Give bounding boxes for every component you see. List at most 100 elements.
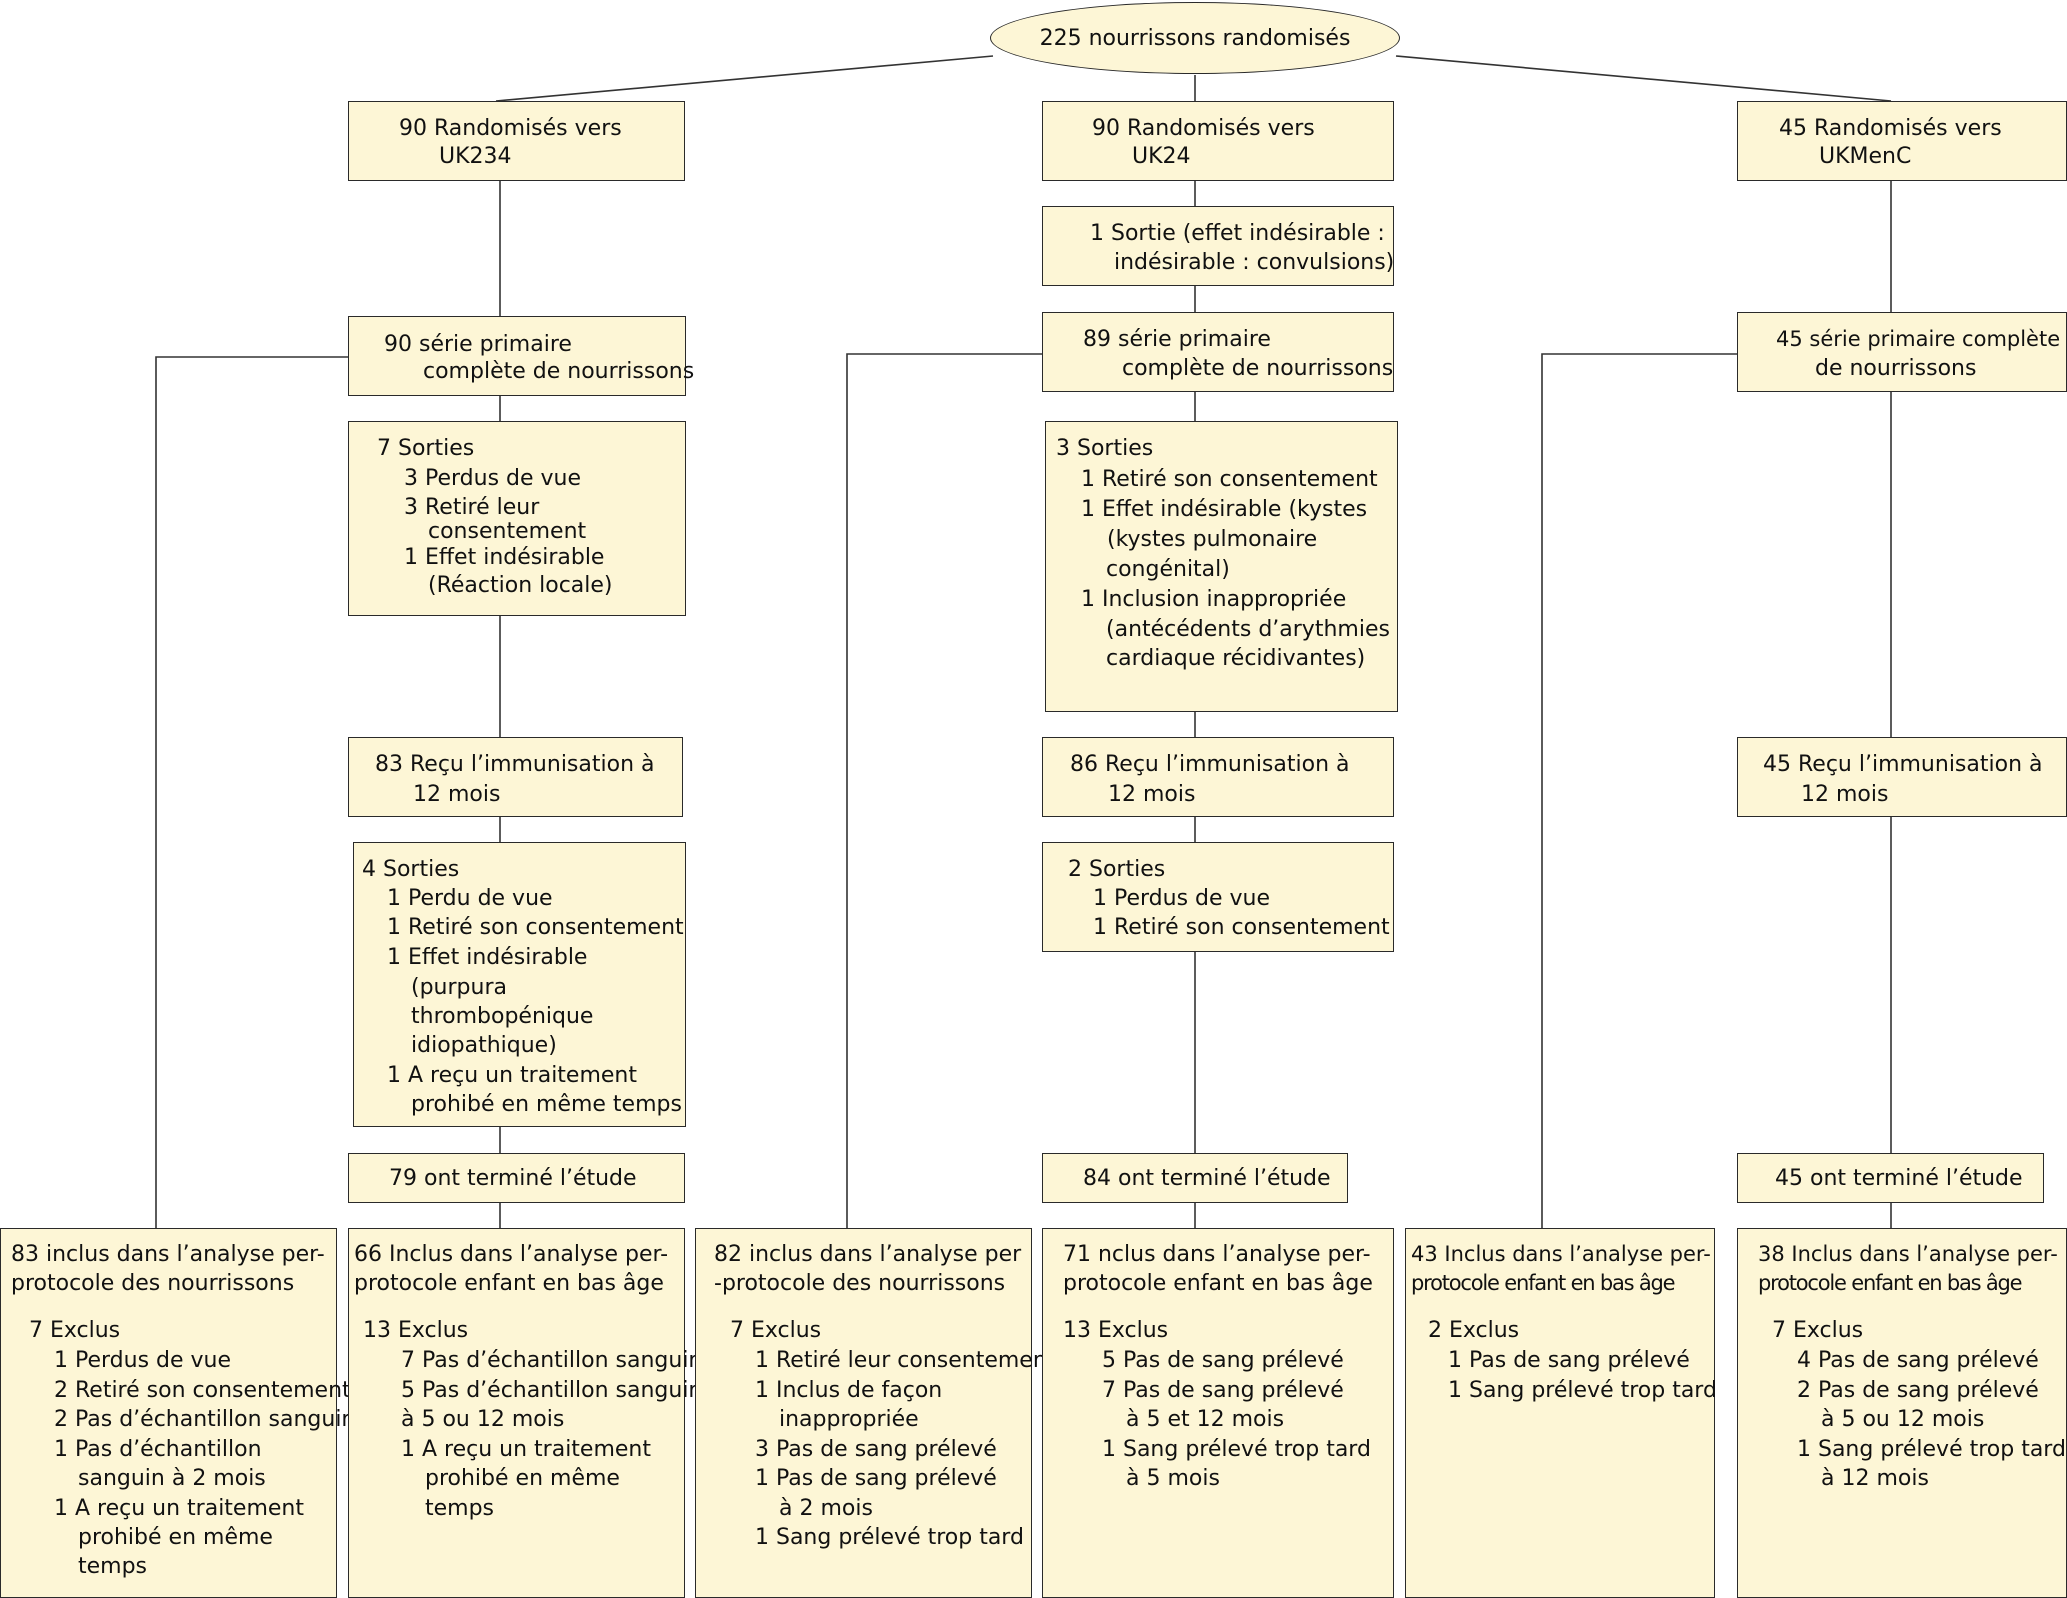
- list-item: consentement: [428, 519, 587, 544]
- arm-uk234-immunisation-box: 83 Reçu l’immunisation à 12 mois: [348, 737, 683, 817]
- list-item: prohibé en même: [425, 1466, 620, 1491]
- list-item: cardiaque récidivantes): [1106, 646, 1366, 671]
- arm-uk24-immunisation-line2: 12 mois: [1108, 782, 1196, 807]
- list-item: prohibé en même temps: [411, 1092, 682, 1117]
- arm-ukmenc-infant-pp-excluded-head: 2 Exclus: [1428, 1318, 1520, 1343]
- arm-uk24-withdrawal-0-line1: 1 Sortie (effet indésirable :: [1090, 221, 1385, 246]
- list-item: à 5 ou 12 mois: [1821, 1407, 1985, 1432]
- list-item: temps: [78, 1554, 148, 1579]
- arm-uk24-infant-pp-box: 82 inclus dans l’analyse per -protocole …: [695, 1228, 1055, 1598]
- arm-ukmenc-primary-box: 45 série primaire complète de nourrisson…: [1737, 312, 2067, 392]
- arm-uk234-immunisation-line1: 83 Reçu l’immunisation à: [375, 752, 655, 777]
- arm-ukmenc-infant-pp-box: 43 Inclus dans l’analyse per- protocole …: [1405, 1228, 1717, 1598]
- arm-ukmenc-infant-pp-line1: 43 Inclus dans l’analyse per-: [1411, 1242, 1711, 1266]
- list-item: 1 A reçu un traitement: [401, 1437, 652, 1462]
- arm-uk24-withdrawals-1-head: 3 Sorties: [1056, 436, 1154, 461]
- arm-uk24-completed-label: 84 ont terminé l’étude: [1083, 1166, 1331, 1191]
- root-label: 225 nourrissons randomisés: [1039, 25, 1351, 51]
- list-item: 1 Effet indésirable: [387, 945, 588, 970]
- arm-uk234-randomised-box: 90 Randomisés vers UK234: [348, 101, 685, 181]
- list-item: 7 Pas de sang prélevé: [1102, 1378, 1344, 1403]
- arm-ukmenc-toddler-pp-line1: 38 Inclus dans l’analyse per-: [1758, 1242, 2058, 1266]
- arm-ukmenc-completed-box: 45 ont terminé l’étude: [1737, 1153, 2044, 1203]
- list-item: à 5 mois: [1126, 1466, 1220, 1491]
- list-item: 1 Inclus de façon: [755, 1378, 943, 1403]
- list-item: 7 Pas d’échantillon sanguin: [401, 1348, 703, 1373]
- list-item: 1 Effet indésirable (kystes: [1081, 497, 1368, 522]
- list-item: 1 Retiré leur consentement: [755, 1348, 1056, 1373]
- arm-uk24-randomised-box: 90 Randomisés vers UK24: [1042, 101, 1394, 181]
- arm-uk234-infant-pp-box: 83 inclus dans l’analyse per- protocole …: [0, 1228, 355, 1598]
- list-item: 1 Retiré son consentement: [387, 915, 684, 940]
- arm-uk234-withdrawals-2-head: 4 Sorties: [362, 857, 460, 882]
- arm-ukmenc-infant-pp-line2: protocole enfant en bas âge: [1411, 1271, 1676, 1295]
- list-item: à 5 ou 12 mois: [401, 1407, 565, 1432]
- list-item: congénital): [1106, 557, 1230, 582]
- list-item: à 5 et 12 mois: [1126, 1407, 1285, 1432]
- arm-uk24-immunisation-box: 86 Reçu l’immunisation à 12 mois: [1042, 737, 1394, 817]
- arm-uk24-infant-pp-line1: 82 inclus dans l’analyse per: [714, 1242, 1022, 1267]
- arm-uk234-toddler-pp-box: 66 Inclus dans l’analyse per- protocole …: [348, 1228, 702, 1598]
- list-item: à 12 mois: [1821, 1466, 1929, 1491]
- list-item: 1 Sang prélevé trop tard: [755, 1525, 1024, 1550]
- arm-uk24-primary-line2: complète de nourrissons: [1122, 356, 1394, 381]
- arm-ukmenc-toddler-pp-box: 38 Inclus dans l’analyse per- protocole …: [1737, 1228, 2067, 1598]
- arm-uk234-infant-pp-line1: 83 inclus dans l’analyse per-: [11, 1242, 325, 1267]
- arm-uk24-randomised-group: UK24: [1132, 144, 1191, 169]
- arm-uk234-randomised-count: 90 Randomisés vers: [399, 116, 622, 141]
- list-item: 1 Retiré son consentement: [1093, 915, 1390, 940]
- list-item: 3 Pas de sang prélevé: [755, 1437, 997, 1462]
- arm-ukmenc-randomised-box: 45 Randomisés vers UKMenC: [1737, 101, 2067, 181]
- list-item: 5 Pas de sang prélevé: [1102, 1348, 1344, 1373]
- arm-uk234-withdrawals-1-head: 7 Sorties: [377, 436, 475, 461]
- arm-ukmenc-randomised-group: UKMenC: [1819, 144, 1912, 169]
- list-item: 1 Inclusion inappropriée: [1081, 587, 1347, 612]
- arm-uk234-primary-box: 90 série primaire complète de nourrisson…: [348, 316, 694, 396]
- arm-uk24-withdrawals-1-box: 3 Sorties 1 Retiré son consentement 1 Ef…: [1045, 421, 1398, 712]
- list-item: 2 Pas de sang prélevé: [1797, 1378, 2039, 1403]
- arm-uk24-withdrawal-0-box: 1 Sortie (effet indésirable : indésirabl…: [1042, 206, 1394, 286]
- list-item: thrombopénique: [411, 1004, 594, 1029]
- arm-uk24-primary-line1: 89 série primaire: [1083, 327, 1271, 352]
- arm-uk24-infant-pp-excluded-head: 7 Exclus: [730, 1318, 822, 1343]
- arm-uk234-toddler-pp-line2: protocole enfant en bas âge: [354, 1271, 664, 1296]
- list-item: temps: [425, 1496, 495, 1521]
- list-item: idiopathique): [411, 1033, 557, 1058]
- arm-uk24-immunisation-line1: 86 Reçu l’immunisation à: [1070, 752, 1350, 777]
- list-item: (antécédents d’arythmies: [1106, 617, 1390, 642]
- list-item: 1 Retiré son consentement: [1081, 467, 1378, 492]
- arm-uk24-completed-box: 84 ont terminé l’étude: [1042, 1153, 1348, 1203]
- list-item: 1 Pas d’échantillon: [54, 1437, 262, 1462]
- arm-uk24-toddler-pp-excluded-head: 13 Exclus: [1063, 1318, 1169, 1343]
- arm-ukmenc-immunisation-box: 45 Reçu l’immunisation à 12 mois: [1737, 737, 2067, 817]
- arm-uk234-immunisation-line2: 12 mois: [413, 782, 501, 807]
- arm-ukmenc-completed-label: 45 ont terminé l’étude: [1775, 1166, 2023, 1191]
- list-item: 2 Pas d’échantillon sanguin: [54, 1407, 356, 1432]
- list-item: inappropriée: [779, 1407, 919, 1432]
- arm-uk24-withdrawals-2-head: 2 Sorties: [1068, 857, 1166, 882]
- arm-ukmenc-randomised-count: 45 Randomisés vers: [1779, 116, 2002, 141]
- arm-uk234-withdrawals-1-box: 7 Sorties 3 Perdus de vue 3 Retiré leur …: [348, 421, 686, 616]
- list-item: 1 Sang prélevé trop tard: [1797, 1437, 2066, 1462]
- list-item: 1 Perdus de vue: [1093, 886, 1271, 911]
- list-item: 1 A reçu un traitement: [54, 1496, 305, 1521]
- list-item: 5 Pas d’échantillon sanguin: [401, 1378, 703, 1403]
- list-item: 2 Retiré son consentement: [54, 1378, 351, 1403]
- arm-ukmenc-toddler-pp-excluded-head: 7 Exclus: [1772, 1318, 1864, 1343]
- arm-ukmenc-immunisation-line2: 12 mois: [1801, 782, 1889, 807]
- arm-uk24-primary-box: 89 série primaire complète de nourrisson…: [1042, 312, 1394, 392]
- arm-uk234-toddler-pp-line1: 66 Inclus dans l’analyse per-: [354, 1242, 669, 1267]
- arm-uk234-toddler-pp-excluded-head: 13 Exclus: [363, 1318, 469, 1343]
- arm-uk24-withdrawal-0-line2: indésirable : convulsions): [1114, 250, 1395, 275]
- arm-uk234-completed-box: 79 ont terminé l’étude: [348, 1153, 685, 1203]
- list-item: 1 A reçu un traitement: [387, 1063, 638, 1088]
- arm-ukmenc-primary-line1: 45 série primaire complète: [1776, 327, 2061, 351]
- randomised-root-node: 225 nourrissons randomisés: [990, 2, 1400, 74]
- arm-uk24-toddler-pp-box: 71 nclus dans l’analyse per- protocole e…: [1042, 1228, 1394, 1598]
- list-item: 1 Sang prélevé trop tard: [1102, 1437, 1371, 1462]
- list-item: (Réaction locale): [428, 573, 613, 598]
- arm-uk234-infant-pp-excluded-head: 7 Exclus: [29, 1318, 121, 1343]
- list-item: sanguin à 2 mois: [78, 1466, 266, 1491]
